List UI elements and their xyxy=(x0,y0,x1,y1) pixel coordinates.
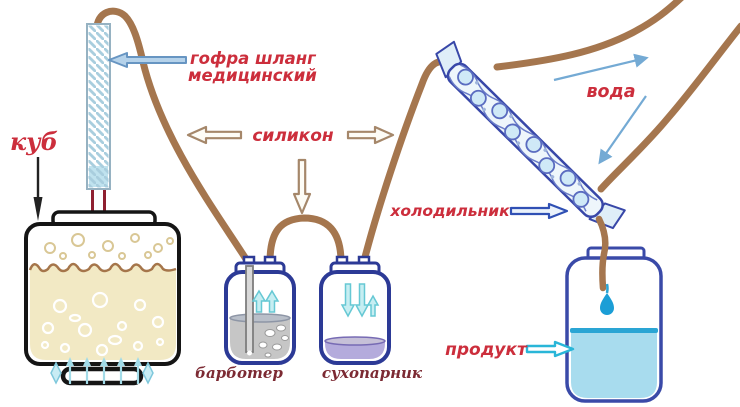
hose-drysteamer-to-cooler xyxy=(360,58,456,265)
bubbler-jar xyxy=(224,255,296,365)
cooler-pointer-arrow xyxy=(509,202,569,220)
hose-cooler-to-product xyxy=(595,215,609,292)
gofra-pointer-arrow xyxy=(108,52,187,68)
cooler-coil-bubbles xyxy=(457,68,590,208)
bubbler-liquid xyxy=(230,318,290,359)
cooler-label: холодильник xyxy=(389,202,510,220)
bubbler-liquid-surface xyxy=(229,313,291,323)
cooler-condenser xyxy=(435,40,626,230)
hose-water-in xyxy=(597,22,740,193)
pointer-arrows xyxy=(33,52,649,358)
cube-pointer-arrowhead xyxy=(33,197,43,221)
mash-bubbles xyxy=(40,291,165,357)
water-label: вода xyxy=(586,82,635,102)
silicone-label: силикон xyxy=(252,126,334,146)
drysteamer-label: сухопарник xyxy=(322,364,423,382)
drysteamer-liquid-surface xyxy=(324,336,386,346)
cooler-speckles xyxy=(475,80,582,186)
water-flow-arrow-out xyxy=(553,53,649,82)
silicone-left-arrow xyxy=(186,125,243,145)
mash-surface-line xyxy=(28,262,177,273)
foam-bubbles xyxy=(44,233,174,260)
bubbler-down-tube xyxy=(245,265,254,353)
drysteamer-liquid xyxy=(325,341,385,359)
bubbler-bubbles xyxy=(258,324,289,358)
steam-up-arrows xyxy=(251,289,280,313)
bubbler-tube-bubble xyxy=(247,350,252,356)
gofra-label-line2: медицинский xyxy=(188,66,317,85)
text-labels: куб гофра шланг медицинский силикон вода… xyxy=(10,49,635,382)
product-jar xyxy=(565,215,663,403)
hose-bubbler-to-drysteamer xyxy=(266,214,345,266)
drip-stem xyxy=(605,283,609,294)
bubbler-label: барботер xyxy=(195,364,283,382)
product-liquid-surface xyxy=(570,328,658,333)
product-liquid xyxy=(571,333,657,398)
hose-water-out xyxy=(493,0,684,71)
product-label: продукт xyxy=(445,340,528,360)
product-droplet xyxy=(600,293,614,315)
silicone-down-arrow xyxy=(292,158,312,215)
cube-label: куб xyxy=(10,127,58,156)
mash-liquid xyxy=(30,264,176,360)
tube-corrugation-hatch xyxy=(88,25,109,188)
dry-steamer-jar xyxy=(319,255,391,365)
silicone-right-arrow xyxy=(346,125,395,145)
water-flow-arrow-in xyxy=(598,95,647,165)
cooler-coil-top xyxy=(460,64,598,201)
heating-element xyxy=(60,366,144,386)
boiler-cube xyxy=(24,210,181,386)
hose-lines xyxy=(93,0,740,266)
steam-down-arrows xyxy=(340,283,380,318)
corrugated-tube xyxy=(86,23,111,219)
product-pointer-arrow xyxy=(525,340,575,358)
heat-arrows xyxy=(50,357,154,385)
gofra-label-line1: гофра шланг xyxy=(190,49,317,68)
